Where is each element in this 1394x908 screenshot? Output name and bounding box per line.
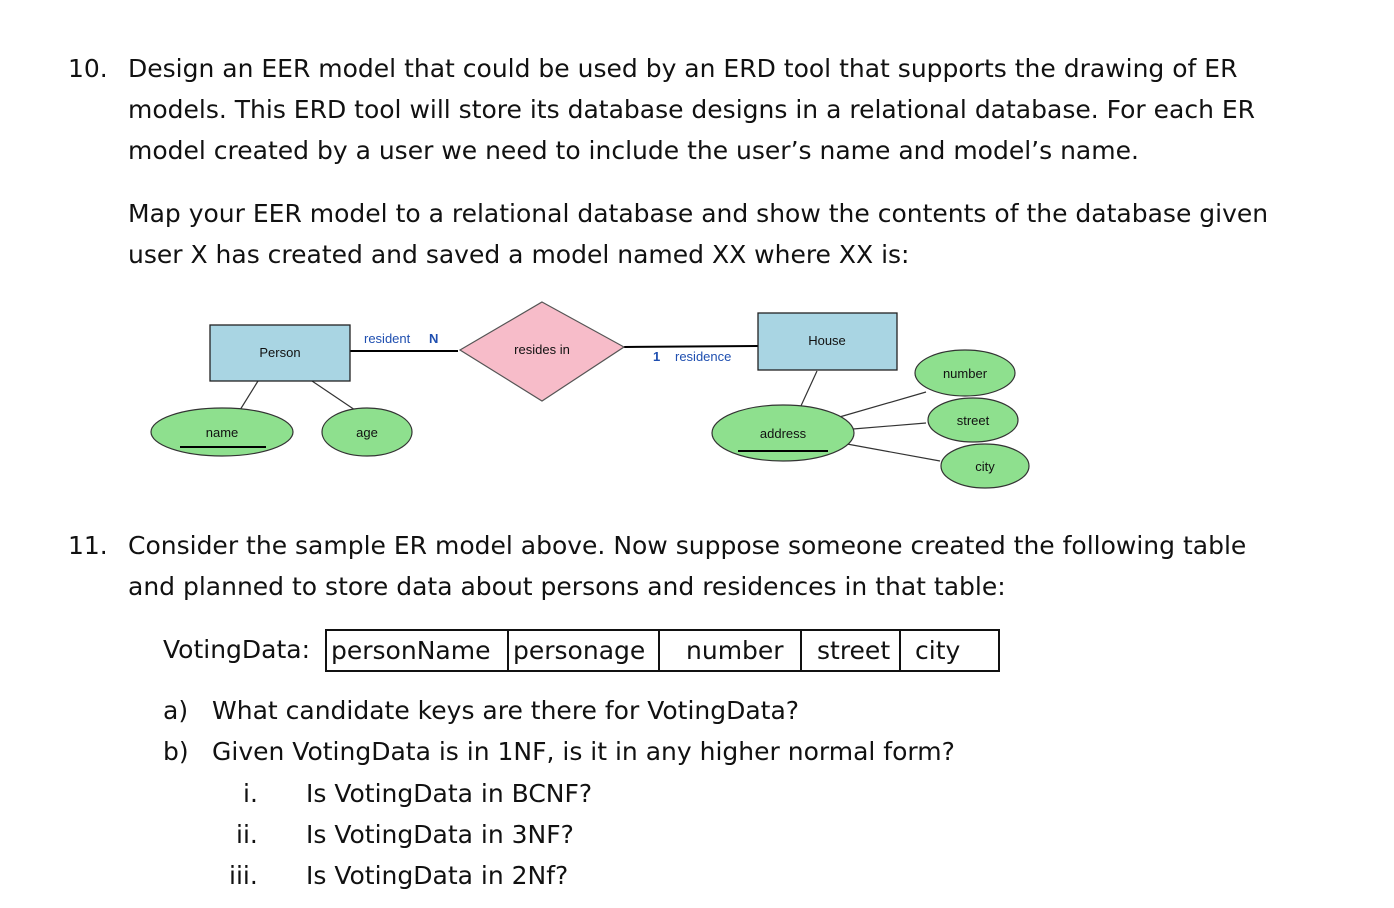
- person-entity: [209, 324, 351, 382]
- column-number: number: [658, 629, 802, 672]
- house-entity: [757, 312, 898, 371]
- city-attribute-label: city: [975, 459, 995, 474]
- question-11-line-1: Consider the sample ER model above. Now …: [128, 531, 1247, 560]
- address-number-line: [835, 391, 927, 419]
- age-attribute-label: age: [356, 425, 378, 440]
- sub-question-label: i.: [243, 779, 258, 808]
- address-city-line: [846, 443, 941, 462]
- sub-question-label: iii.: [229, 861, 258, 890]
- column-city: city: [899, 629, 1000, 672]
- person-entity-label: Person: [259, 345, 300, 360]
- name-attribute: [150, 407, 294, 457]
- question-a-label: a): [163, 696, 189, 725]
- resides-in-relationship: [458, 301, 626, 402]
- city-attribute: [940, 443, 1030, 489]
- question-10-line-2: models. This ERD tool will store its dat…: [128, 95, 1256, 124]
- person-name-line: [239, 380, 259, 411]
- street-attribute-label: street: [957, 413, 990, 428]
- relationship-house-line: [623, 345, 759, 348]
- column-personname: personName: [325, 629, 509, 672]
- number-attribute-label: number: [943, 366, 988, 381]
- person-age-line: [311, 380, 356, 411]
- sub-question-text: Is VotingData in BCNF?: [306, 779, 593, 808]
- question-11-line-2: and planned to store data about persons …: [128, 572, 1006, 601]
- question-a-text: What candidate keys are there for Voting…: [212, 696, 800, 725]
- age-attribute: [321, 407, 413, 457]
- column-street: street: [800, 629, 901, 672]
- address-attribute: [711, 404, 855, 462]
- house-address-line: [799, 370, 818, 409]
- question-10-para2-line-2: user X has created and saved a model nam…: [128, 240, 910, 269]
- name-attribute-label: name: [206, 425, 239, 440]
- role-resident-label: resident: [364, 331, 411, 346]
- sub-question-label: ii.: [236, 820, 258, 849]
- street-attribute: [927, 397, 1019, 443]
- question-10-line-1: Design an EER model that could be used b…: [128, 54, 1238, 83]
- cardinality-1-label: 1: [653, 349, 660, 364]
- question-b-label: b): [163, 737, 189, 766]
- question-10-line-3: model created by a user we need to inclu…: [128, 136, 1139, 165]
- address-street-line: [852, 422, 927, 430]
- sub-question-text: Is VotingData in 3NF?: [306, 820, 574, 849]
- column-personage: personage: [507, 629, 660, 672]
- question-10-para2-line-1: Map your EER model to a relational datab…: [128, 199, 1269, 228]
- question-10-number: 10.: [68, 54, 108, 83]
- er-diagram: Person House resides in resident N 1 res…: [150, 301, 1030, 489]
- cardinality-n-label: N: [429, 331, 438, 346]
- question-11-number: 11.: [68, 531, 108, 560]
- sub-question-text: Is VotingData in 2Nf?: [306, 861, 569, 890]
- role-residence-label: residence: [675, 349, 731, 364]
- house-entity-label: House: [808, 333, 846, 348]
- address-attribute-label: address: [760, 426, 807, 441]
- table-label: VotingData:: [163, 635, 311, 664]
- number-attribute: [914, 349, 1016, 397]
- relationship-label: resides in: [514, 342, 570, 357]
- question-b-text: Given VotingData is in 1NF, is it in any…: [212, 737, 955, 766]
